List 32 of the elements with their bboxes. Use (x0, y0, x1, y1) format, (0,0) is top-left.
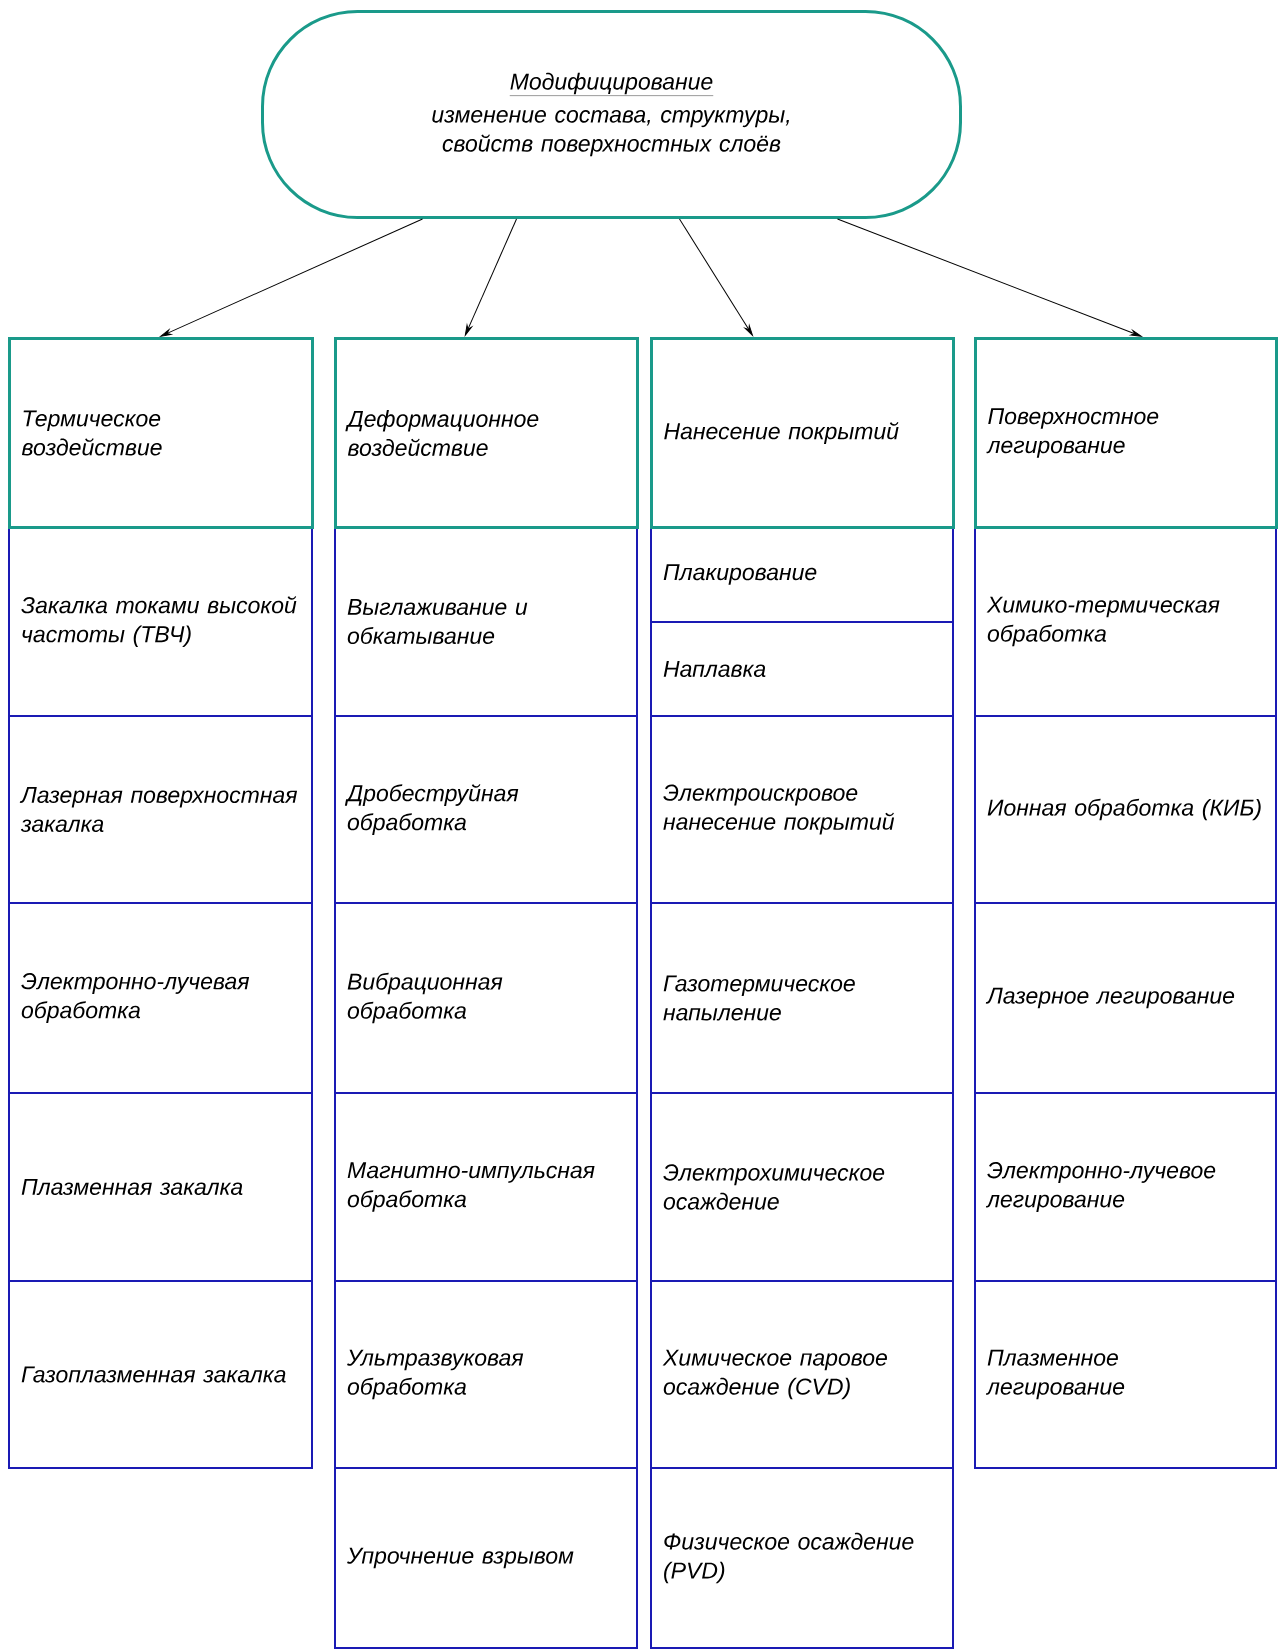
method-box: Магнитно-импульсная обработка (334, 1092, 638, 1282)
method-box: Ионная обработка (КИБ) (974, 715, 1277, 904)
arrow (464, 218, 517, 336)
category-box: Нанесение покрытий (650, 337, 955, 529)
method-box: Плазменная закалка (8, 1092, 313, 1282)
method-box: Вибрационная обработка (334, 902, 638, 1094)
method-box: Газотермическое напыление (650, 902, 954, 1094)
category-box: Деформационное воздействие (334, 337, 639, 529)
method-box: Закалка токами высокой частоты (ТВЧ) (8, 526, 313, 717)
method-box: Электрохимическое осаждение (650, 1092, 954, 1282)
method-box: Наплавка (650, 621, 954, 717)
method-box: Плазменное легирование (974, 1280, 1277, 1469)
method-box: Электронно-лучевая обработка (8, 902, 313, 1094)
method-box: Ультразвуковая обработка (334, 1280, 638, 1469)
arrow (679, 218, 753, 336)
arrow (160, 218, 423, 337)
method-box: Плакирование (650, 526, 954, 623)
method-box: Выглаживание и обкатывание (334, 526, 638, 717)
method-box: Химико-термическая обработка (974, 526, 1277, 717)
method-box: Упрочнение взрывом (334, 1467, 638, 1649)
method-box: Дробеструйная обработка (334, 715, 638, 904)
method-box: Лазерная поверхностная закалка (8, 715, 313, 904)
method-box: Электронно-лучевое легирование (974, 1092, 1277, 1282)
method-box: Газоплазменная закалка (8, 1280, 313, 1469)
category-box: Термическое воздействие (8, 337, 314, 529)
arrow (837, 218, 1142, 337)
method-box: Химическое паровое осаждение (CVD) (650, 1280, 954, 1469)
category-box: Поверхностное легирование (974, 337, 1278, 529)
root-box: Модифицирование изменение состава, структуры, свойств поверхностных слоёв (261, 10, 962, 219)
method-box: Лазерное легирование (974, 902, 1277, 1094)
method-box: Электроискровое нанесение покрытий (650, 715, 954, 904)
method-box: Физическое осаждение (PVD) (650, 1467, 954, 1649)
